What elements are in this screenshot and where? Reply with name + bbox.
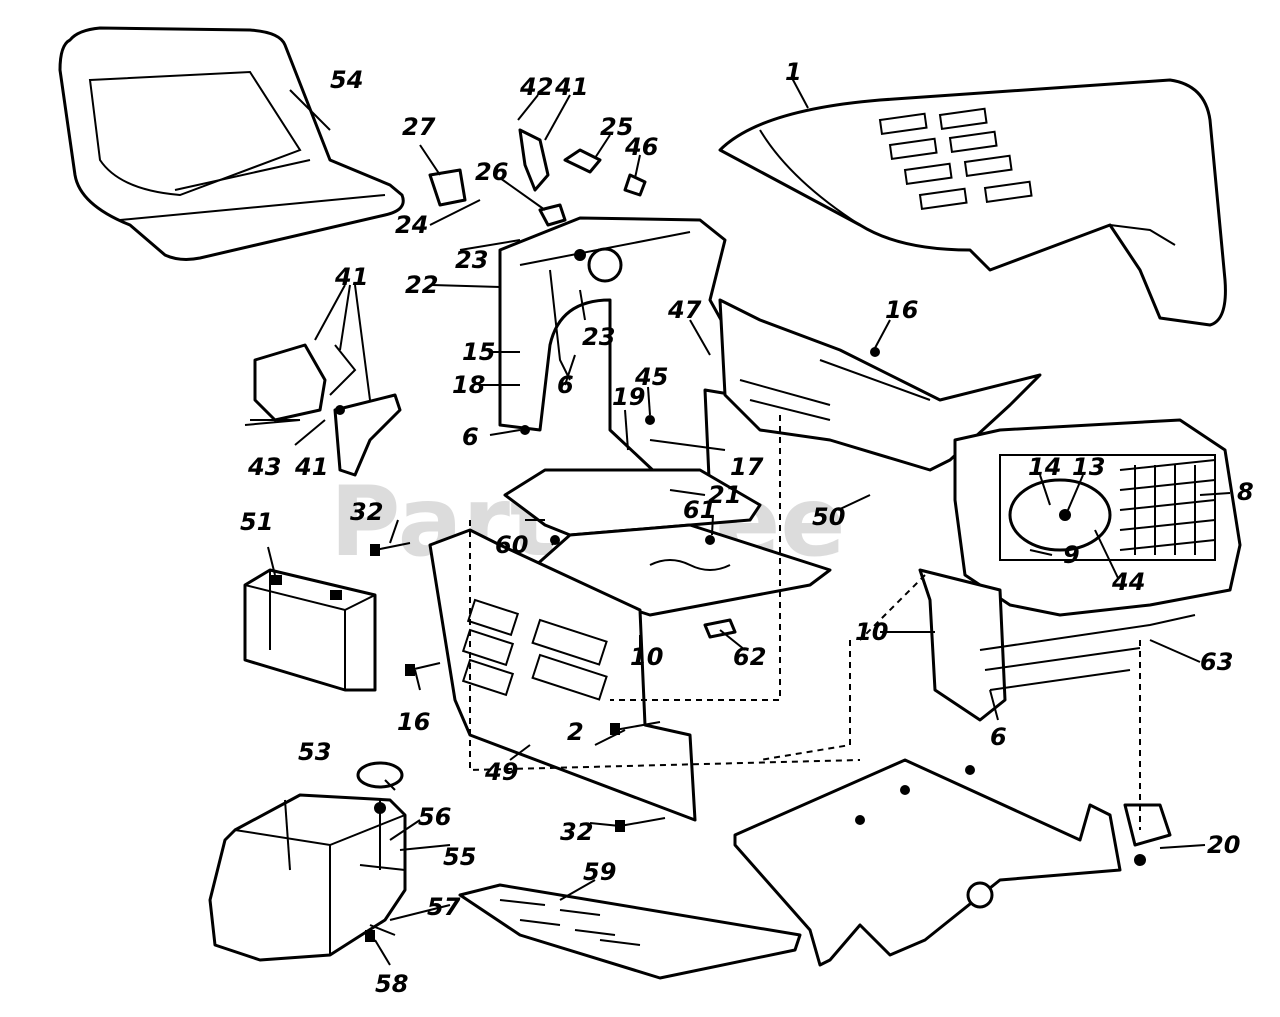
- fasteners: [365, 347, 1146, 942]
- callout-9: 9: [1063, 541, 1080, 569]
- callout-13: 13: [1072, 453, 1105, 481]
- footplate-part: [458, 883, 802, 980]
- callouts: 1 2 6 6 6 8 9 10 10 13 14 15 16 16 17 18…: [240, 58, 1254, 998]
- callout-6: 6: [557, 371, 574, 399]
- callout-46: 46: [624, 133, 658, 161]
- callout-21: 21: [708, 481, 741, 509]
- callout-19: 19: [612, 383, 645, 411]
- callout-16: 16: [885, 296, 918, 324]
- callout-23: 23: [455, 246, 488, 274]
- callout-58: 58: [375, 970, 408, 998]
- callout-6: 6: [462, 423, 479, 451]
- brackets-top-part: [428, 128, 647, 227]
- leader-lines: [244, 77, 1231, 966]
- callout-10: 10: [855, 618, 888, 646]
- callout-20: 20: [1207, 831, 1240, 859]
- callout-44: 44: [1111, 568, 1145, 596]
- callout-63: 63: [1200, 648, 1233, 676]
- seat-part: [58, 26, 405, 261]
- callout-26: 26: [475, 158, 508, 186]
- callout-47: 47: [667, 296, 702, 324]
- callout-27: 27: [402, 113, 436, 141]
- callout-41: 41: [294, 453, 328, 481]
- pedal-linkage-part: [250, 343, 402, 477]
- side-fender-part: [718, 298, 1042, 472]
- callout-10: 10: [630, 643, 663, 671]
- callout-42: 42: [519, 73, 553, 101]
- grille-housing-part: [918, 418, 1242, 722]
- hood-part: [718, 78, 1227, 327]
- callout-51: 51: [240, 508, 273, 536]
- callout-14: 14: [1028, 453, 1061, 481]
- battery-part: [243, 568, 377, 692]
- front-panel-part: [428, 528, 697, 822]
- callout-8: 8: [1237, 478, 1254, 506]
- assembly-lines: [469, 415, 1141, 830]
- callout-24: 24: [395, 211, 428, 239]
- callout-57: 57: [427, 893, 461, 921]
- callout-54: 54: [330, 66, 363, 94]
- callout-49: 49: [484, 758, 518, 786]
- callout-18: 18: [452, 371, 485, 399]
- callout-41: 41: [554, 73, 588, 101]
- callout-43: 43: [247, 453, 281, 481]
- callout-53: 53: [298, 738, 331, 766]
- callout-50: 50: [812, 503, 845, 531]
- hood-vents: [878, 107, 1033, 210]
- callout-59: 59: [583, 858, 616, 886]
- callout-16: 16: [397, 708, 430, 736]
- callout-22: 22: [405, 271, 438, 299]
- callout-56: 56: [418, 803, 451, 831]
- callout-32: 32: [560, 818, 593, 846]
- callout-55: 55: [443, 843, 476, 871]
- callout-61: 61: [683, 496, 716, 524]
- callout-25: 25: [600, 113, 633, 141]
- callout-2: 2: [567, 718, 584, 746]
- callout-17: 17: [730, 453, 764, 481]
- callout-15: 15: [462, 338, 495, 366]
- fuel-tank-part: [208, 761, 407, 962]
- callout-62: 62: [733, 643, 766, 671]
- callout-6: 6: [990, 723, 1007, 751]
- dash-panel-part: [498, 216, 737, 507]
- callout-1: 1: [785, 58, 802, 86]
- callout-41: 41: [334, 263, 368, 291]
- frame-part: [733, 758, 1172, 967]
- callout-32: 32: [350, 498, 383, 526]
- callout-23: 23: [582, 323, 615, 351]
- callout-60: 60: [495, 531, 528, 559]
- callout-45: 45: [634, 363, 668, 391]
